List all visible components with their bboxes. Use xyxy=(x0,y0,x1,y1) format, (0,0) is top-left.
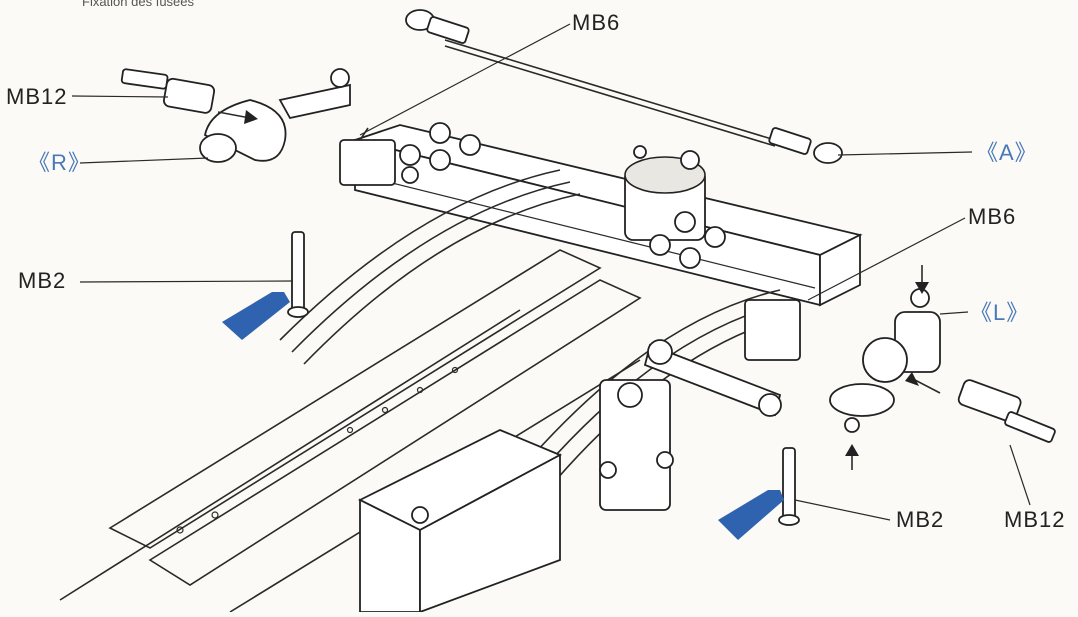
screw-mb2-left xyxy=(287,231,309,318)
label-mb6-right: MB6 xyxy=(968,204,1017,229)
glue-tube-icon xyxy=(222,292,290,340)
beam-bolts xyxy=(399,122,481,184)
tie-rod xyxy=(405,9,843,164)
label-mb12-bottom: MB12 xyxy=(1004,507,1066,532)
label-mb2-bottom: MB2 xyxy=(896,507,945,532)
front-axle-beam xyxy=(351,124,863,307)
label-l: 《L》 xyxy=(970,300,1030,325)
left-knuckle-group xyxy=(120,68,396,186)
screw-mb2-right xyxy=(778,447,800,526)
steering-servo-unit xyxy=(624,145,726,269)
label-mb12-top: MB12 xyxy=(6,84,68,109)
glue-tube-icon-2 xyxy=(718,490,784,540)
caption: Fixation des fusées xyxy=(82,0,195,9)
label-mb2-left: MB2 xyxy=(18,268,67,293)
right-lower-arm xyxy=(643,339,782,417)
label-mb6-top: MB6 xyxy=(572,10,621,35)
chassis-rails xyxy=(59,249,642,613)
gearbox-block xyxy=(357,379,674,614)
label-r: 《R》 xyxy=(28,150,91,175)
assembly-arrows xyxy=(217,110,941,470)
right-knuckle-group xyxy=(744,288,1056,443)
label-a: 《A》 xyxy=(976,140,1038,165)
leader-lines xyxy=(71,23,1031,521)
